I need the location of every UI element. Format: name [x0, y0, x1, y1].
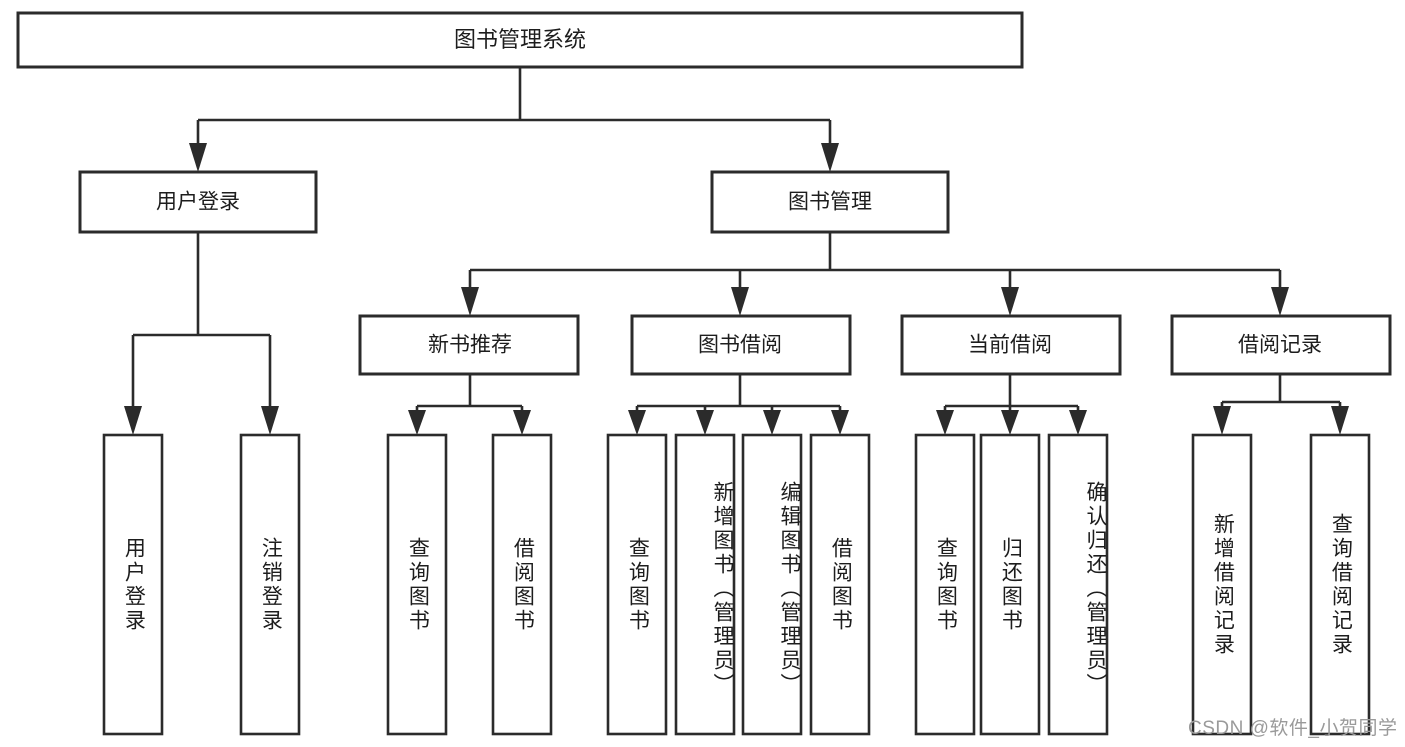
node-user-login[interactable]: 用户登录 — [78, 170, 318, 234]
leaf-box[interactable] — [979, 433, 1041, 736]
node-user-login-label: 用户登录 — [156, 191, 240, 214]
leaf-box[interactable] — [1309, 433, 1371, 736]
arrow-head-icon — [936, 410, 954, 435]
node-borrow-record-label: 借阅记录 — [1238, 334, 1322, 357]
node-book-manage[interactable]: 图书管理 — [710, 170, 950, 234]
connector-bookborrow-to-leaves — [628, 374, 849, 435]
arrow-head-icon — [821, 143, 839, 172]
leaf-box[interactable] — [914, 433, 976, 736]
leaf-boxes — [102, 433, 1371, 736]
node-current-borrow[interactable]: 当前借阅 — [900, 314, 1122, 376]
arrow-head-icon — [261, 406, 279, 435]
leaf-box[interactable] — [386, 433, 448, 736]
arrow-head-icon — [1001, 287, 1019, 316]
leaf-box[interactable] — [491, 433, 553, 736]
leaf-box[interactable] — [674, 433, 736, 736]
arrow-head-icon — [696, 410, 714, 435]
arrow-head-icon — [1271, 287, 1289, 316]
node-root-box[interactable] — [16, 11, 1024, 69]
leaf-box[interactable] — [1047, 433, 1109, 736]
arrow-head-icon — [513, 410, 531, 435]
connector-userlogin-to-leaves — [124, 232, 279, 435]
node-user-login-box[interactable] — [78, 170, 318, 234]
watermark-text: CSDN @软件_小贺同学 — [1188, 718, 1398, 739]
arrow-head-icon — [763, 410, 781, 435]
node-borrow-record[interactable]: 借阅记录 — [1170, 314, 1392, 376]
node-borrow-record-box[interactable] — [1170, 314, 1392, 376]
connector-borrowrecord-to-leaves — [1213, 374, 1349, 435]
connector-newbook-to-leaves — [408, 374, 531, 435]
node-book-manage-label: 图书管理 — [788, 191, 872, 214]
arrow-head-icon — [1331, 406, 1349, 435]
connector-bookmanage-to-level3 — [461, 232, 1289, 316]
leaf-box[interactable] — [239, 433, 301, 736]
node-new-book-recommend[interactable]: 新书推荐 — [358, 314, 580, 376]
node-root[interactable]: 图书管理系统 — [16, 11, 1024, 69]
leaf-box[interactable] — [1191, 433, 1253, 736]
arrow-head-icon — [408, 410, 426, 435]
leaf-box[interactable] — [809, 433, 871, 736]
leaf-box[interactable] — [606, 433, 668, 736]
leaf-box[interactable] — [102, 433, 164, 736]
arrow-head-icon — [1001, 410, 1019, 435]
node-book-borrow[interactable]: 图书借阅 — [630, 314, 852, 376]
arrow-head-icon — [628, 410, 646, 435]
node-root-label: 图书管理系统 — [454, 27, 586, 52]
node-book-borrow-label: 图书借阅 — [698, 334, 782, 357]
node-new-book-recommend-box[interactable] — [358, 314, 580, 376]
connector-currentborrow-to-leaves — [936, 374, 1087, 435]
arrow-head-icon — [831, 410, 849, 435]
arrow-head-icon — [189, 143, 207, 172]
node-book-manage-box[interactable] — [710, 170, 950, 234]
node-current-borrow-box[interactable] — [900, 314, 1122, 376]
arrow-head-icon — [731, 287, 749, 316]
arrow-head-icon — [1213, 406, 1231, 435]
connector-root-to-level2 — [189, 67, 839, 172]
leaf-box[interactable] — [741, 433, 803, 736]
arrow-head-icon — [124, 406, 142, 435]
arrow-head-icon — [461, 287, 479, 316]
node-new-book-recommend-label: 新书推荐 — [428, 334, 512, 357]
arrow-head-icon — [1069, 410, 1087, 435]
node-current-borrow-label: 当前借阅 — [968, 334, 1052, 357]
node-book-borrow-box[interactable] — [630, 314, 852, 376]
